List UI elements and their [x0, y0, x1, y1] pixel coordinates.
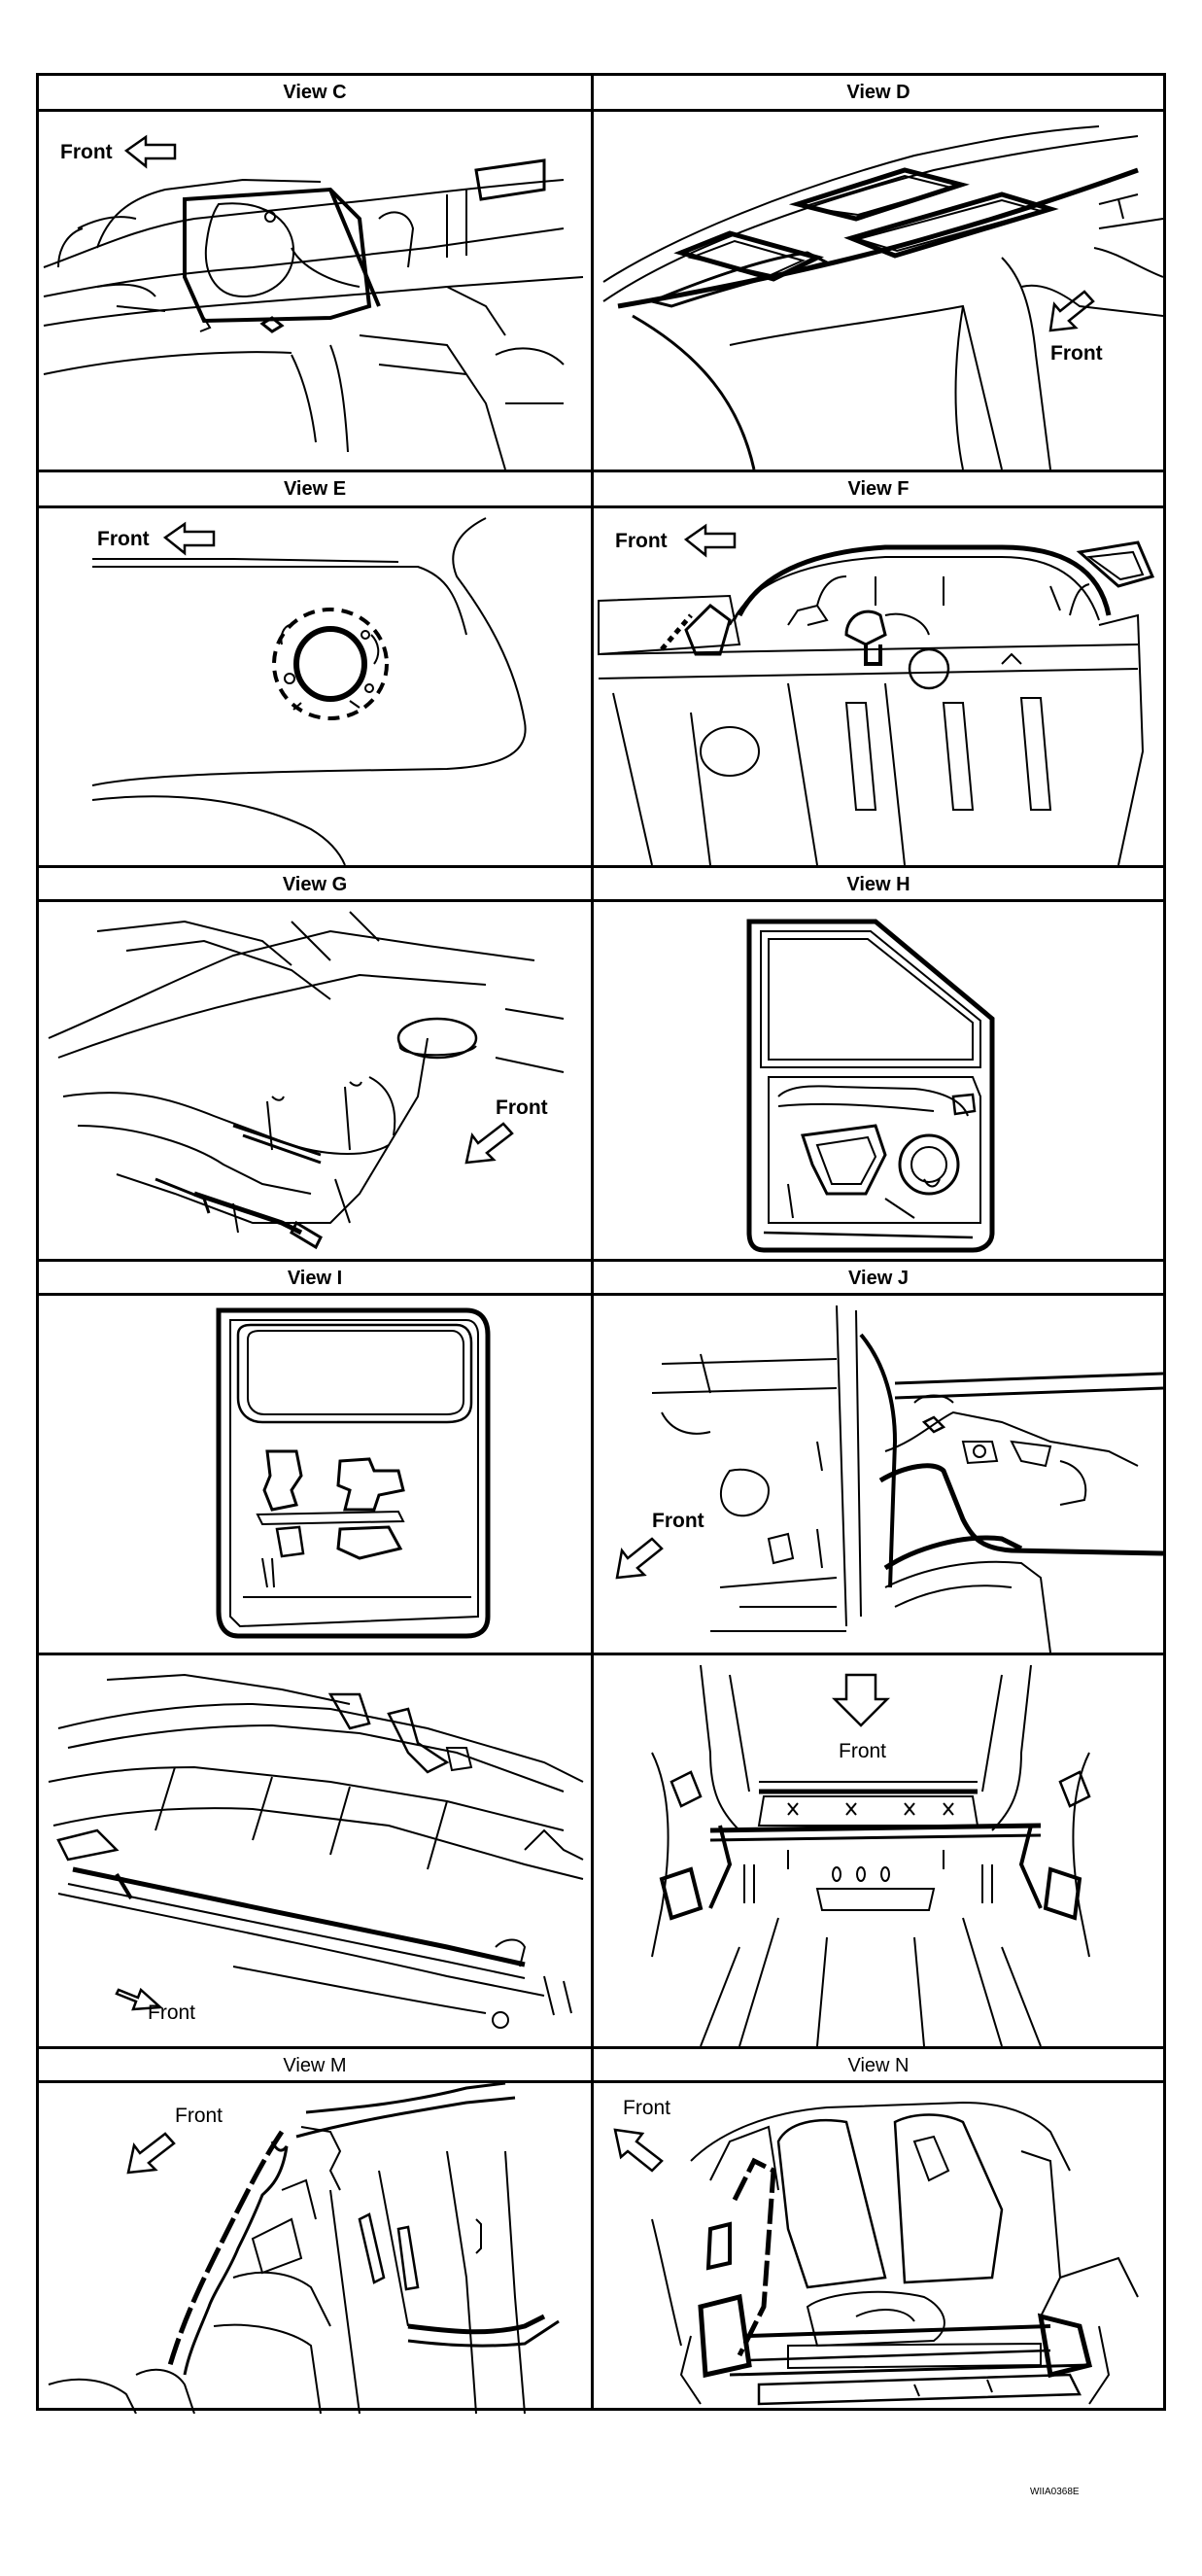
view-l-front-label: Front: [839, 1740, 886, 1762]
view-c-front-label: Front: [60, 141, 113, 163]
view-i-title: View I: [287, 1267, 343, 1289]
row-divider: [39, 1259, 1163, 1262]
front-arrow-icon: [126, 2132, 176, 2175]
view-d-title: View D: [846, 81, 910, 103]
view-g-drawing: Front: [39, 902, 591, 1259]
row-divider: [39, 865, 1163, 868]
view-f-front-label: Front: [615, 530, 668, 552]
view-g-title: View G: [282, 873, 348, 895]
view-c-drawing: Front: [39, 112, 591, 470]
header-rule: [39, 1293, 1163, 1296]
view-e-title: View E: [283, 477, 347, 500]
header-rule: [39, 2080, 1163, 2083]
view-grid: View C View D View E View F View G View …: [36, 73, 1166, 2414]
view-e-drawing: Front: [39, 508, 591, 865]
row-divider: [39, 2046, 1163, 2049]
view-h-title: View H: [846, 873, 910, 895]
front-arrow-icon: [123, 134, 177, 169]
view-d-front-label: Front: [1050, 342, 1103, 365]
front-arrow-icon: [615, 1537, 664, 1580]
front-arrow-icon: [115, 1987, 164, 2011]
front-arrow-icon: [613, 2128, 664, 2173]
view-n-drawing: Front: [594, 2083, 1163, 2414]
header-rule: [39, 109, 1163, 112]
front-arrow-icon: [683, 523, 737, 558]
front-arrow-icon: [162, 521, 216, 556]
view-k-drawing: Front: [39, 1655, 591, 2046]
front-arrow-icon: [464, 1122, 514, 1165]
figure-code: WIIA0368E: [1030, 2487, 1080, 2497]
view-m-front-label: Front: [175, 2105, 223, 2127]
view-d-drawing: Front: [594, 112, 1163, 470]
view-h-drawing: [594, 902, 1163, 1259]
view-n-front-label: Front: [623, 2097, 670, 2119]
view-l-drawing: Front: [594, 1655, 1163, 2046]
view-g-front-label: Front: [496, 1097, 548, 1119]
view-n-title: View N: [847, 2054, 910, 2076]
view-f-drawing: Front: [594, 508, 1163, 865]
front-arrow-icon: [1048, 290, 1095, 332]
row-divider: [39, 1653, 1163, 1655]
view-m-drawing: Front: [39, 2083, 591, 2414]
view-e-front-label: Front: [97, 528, 150, 550]
view-j-title: View J: [848, 1267, 909, 1289]
view-k-front-label: Front: [148, 2002, 195, 2024]
header-rule: [39, 505, 1163, 508]
view-i-drawing: [39, 1296, 591, 1653]
view-c-title: View C: [283, 81, 347, 103]
column-divider: [591, 76, 594, 2408]
row-divider: [39, 470, 1163, 472]
view-j-drawing: Front: [594, 1296, 1163, 1653]
view-f-title: View F: [847, 477, 910, 500]
view-j-front-label: Front: [652, 1510, 704, 1532]
down-arrow-icon: [831, 1673, 891, 1727]
view-m-title: View M: [283, 2054, 347, 2076]
header-rule: [39, 899, 1163, 902]
